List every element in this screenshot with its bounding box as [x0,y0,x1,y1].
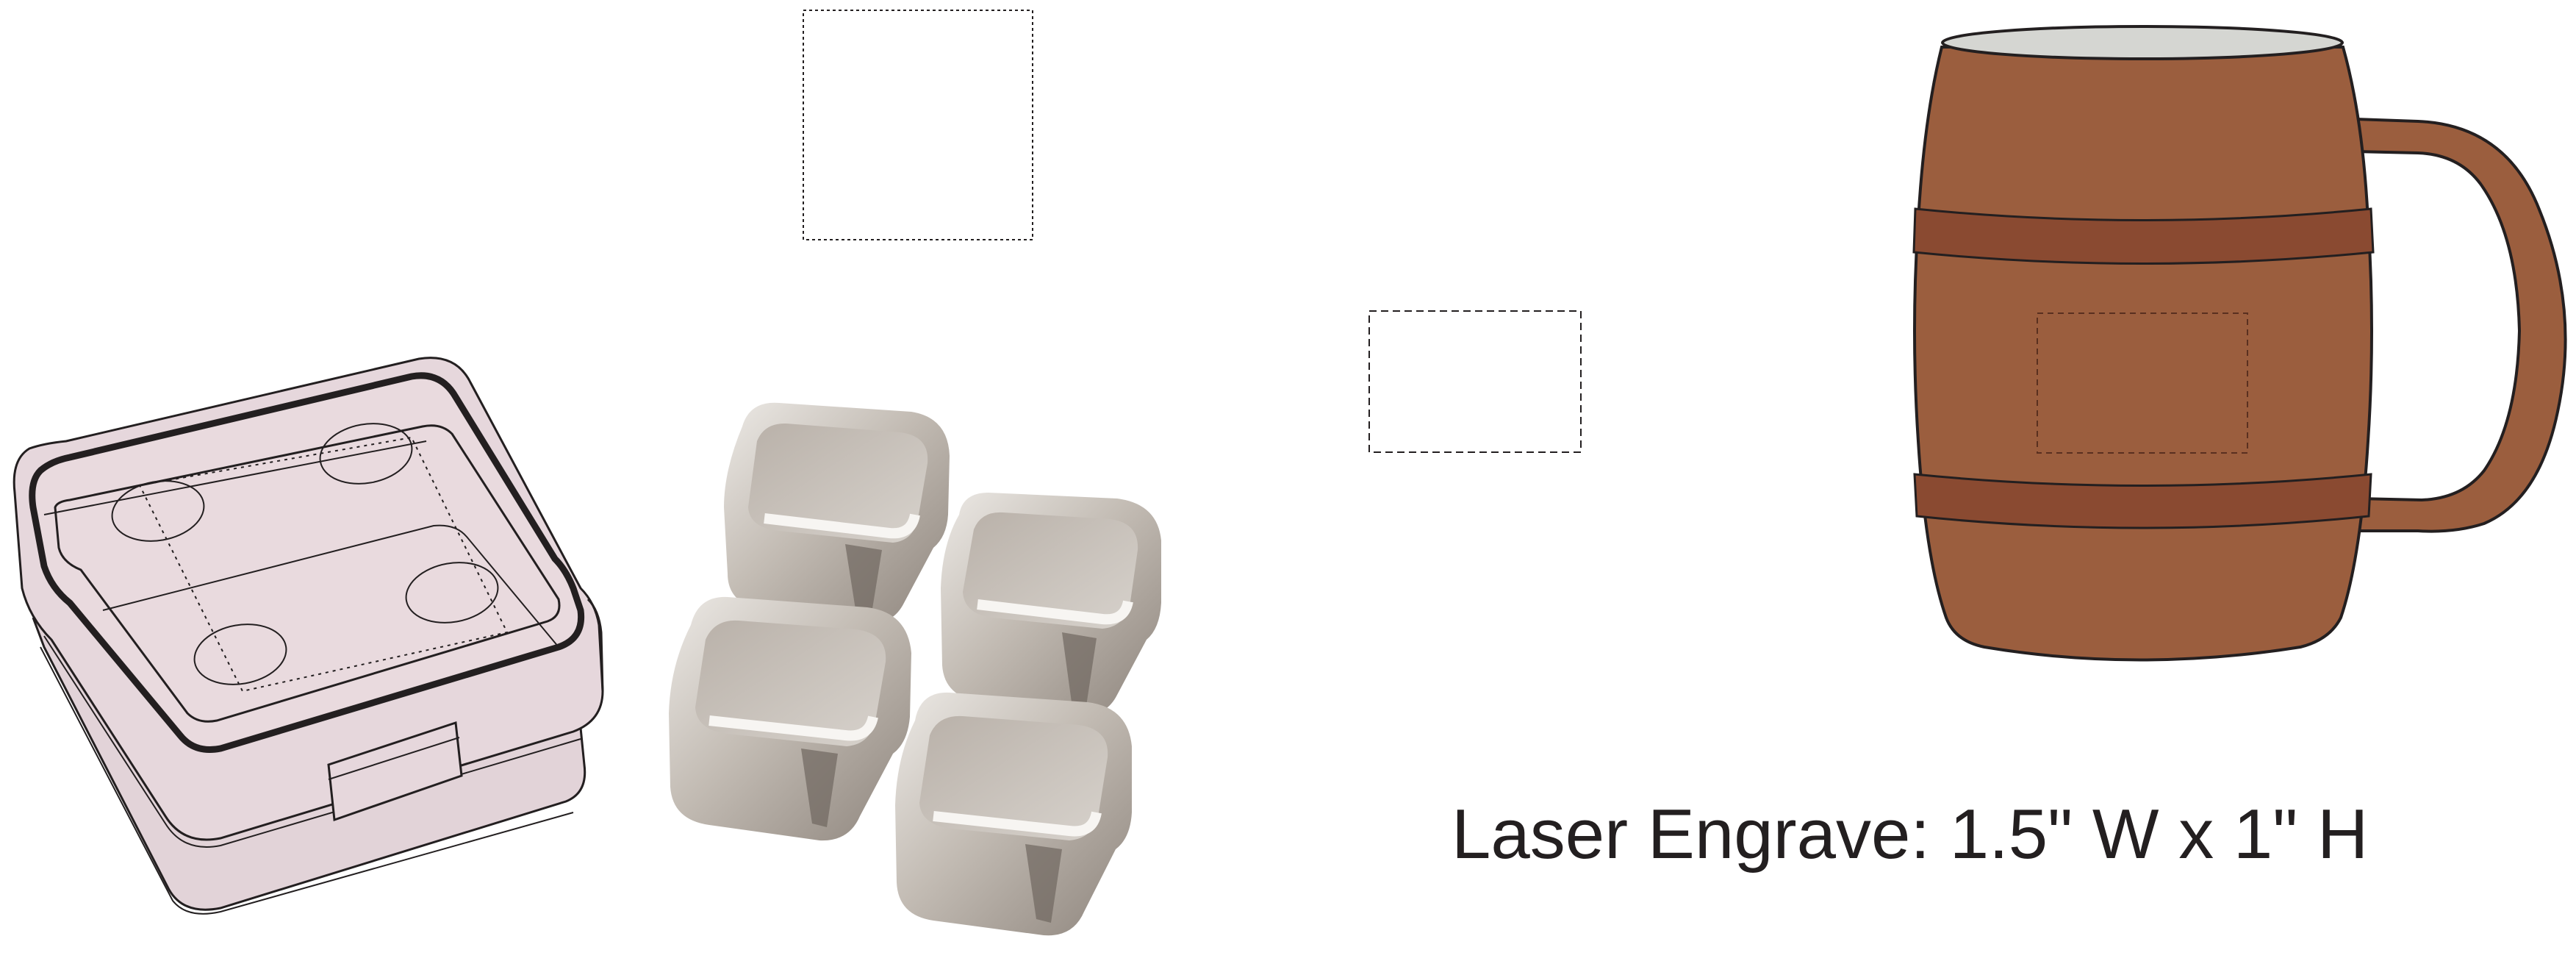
box-window-ledge [43,440,427,515]
box-latch-line [328,737,460,780]
storage-box-icon [12,357,604,915]
box-tray-inner-line [40,646,574,915]
box-slot-1 [111,480,205,542]
box-slot-4 [405,562,499,624]
stone-3 [669,596,911,841]
box-side-band [43,635,581,848]
box-slot-3 [193,624,287,685]
mug-band-upper [1912,207,2375,265]
box-window [54,424,561,723]
mug-engrave-area [2037,312,2248,454]
barrel-mug-icon [1912,25,2567,662]
whiskey-stones-icon [669,402,1161,936]
box-window-ledge-2 [102,524,559,648]
mug-body [1913,46,2373,662]
laser-engrave-caption: Laser Engrave: 1.5" W x 1" H [1452,795,2369,874]
mug-band-lower [1913,473,2372,529]
stone-2 [941,493,1161,715]
engrave-area-middle [1368,310,1582,453]
box-right-edge [586,598,604,692]
mug-handle [2354,117,2567,533]
stone-1 [724,402,950,624]
box-slot-2 [319,423,413,485]
box-inner-rim [29,372,585,754]
stone-4 [895,692,1132,936]
mug-rim [1941,25,2344,60]
engrave-area-top [803,10,1033,240]
